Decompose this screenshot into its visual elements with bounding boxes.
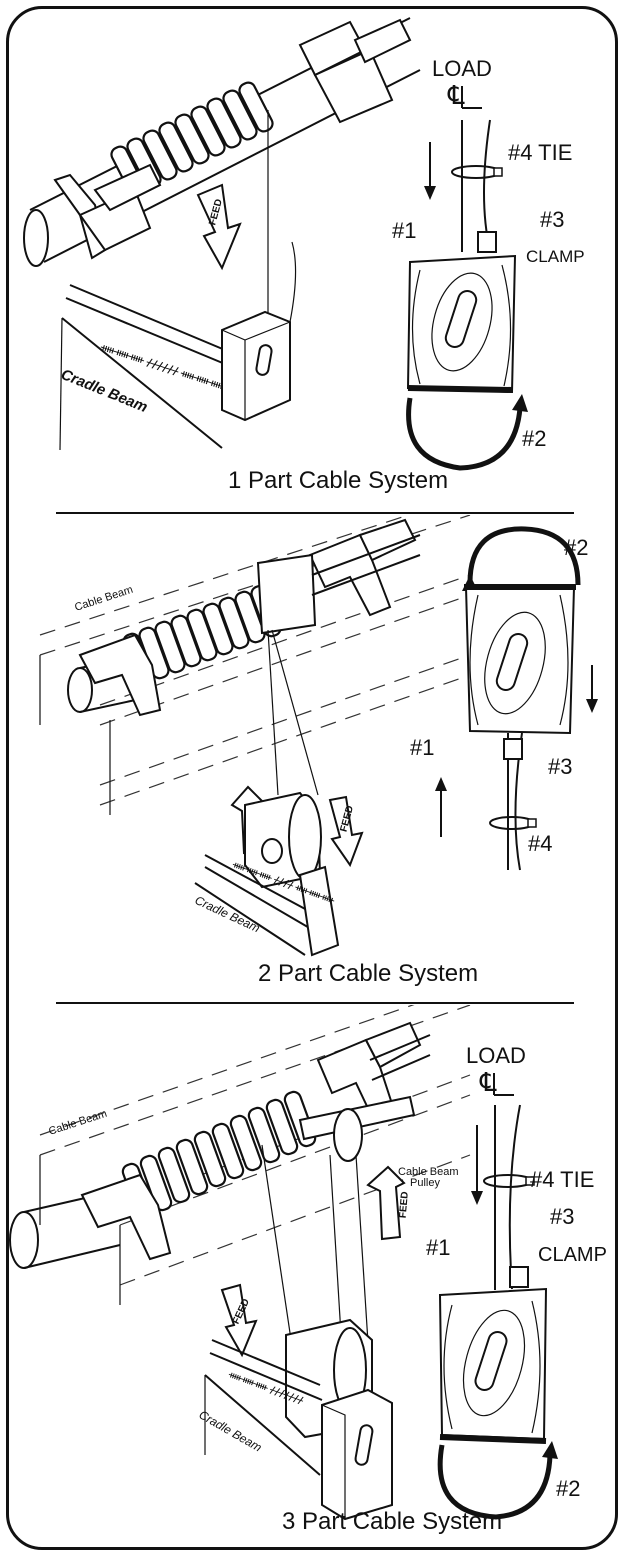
panel-title: 2 Part Cable System bbox=[258, 960, 478, 987]
clamp-word-label: CLAMP bbox=[526, 247, 585, 266]
divider-1 bbox=[56, 512, 574, 514]
pipe-end bbox=[9, 1211, 39, 1269]
svg-text:Pulley: Pulley bbox=[410, 1177, 440, 1189]
load-label: LOAD bbox=[466, 1043, 526, 1068]
panel-3-part: Cable Beam Cable Beam Pulley FEED bbox=[9, 1005, 607, 1535]
svg-text:Cradle Beam: Cradle Beam bbox=[193, 893, 262, 935]
feed-arrow-down: FEED bbox=[220, 1283, 258, 1358]
arrow-down-right bbox=[586, 665, 598, 713]
arrow-step-1-up bbox=[435, 777, 447, 837]
cradle-clamp-block bbox=[221, 241, 297, 422]
hoist-coil bbox=[110, 81, 274, 197]
lower-pulley-block bbox=[244, 791, 322, 889]
clamp-number-label: #3 bbox=[550, 1204, 574, 1229]
sheave-block bbox=[438, 1287, 548, 1444]
cable-clamp-icon bbox=[509, 1266, 529, 1288]
sheave-block bbox=[406, 254, 517, 394]
pipe-bracket-right bbox=[308, 518, 417, 617]
panel-1-part: FEED Cradle Beam ᚔᚔᚔ ᚋᚋᚋᚋᚋᚋ ᚔᚔᚔ LOAD ℄ #… bbox=[23, 17, 585, 494]
pipe-bracket-left bbox=[80, 1173, 172, 1261]
centerline-symbol: ℄ bbox=[479, 1067, 497, 1097]
step-1-label: #1 bbox=[426, 1235, 450, 1260]
divider-2 bbox=[56, 1002, 574, 1004]
arrow-step-1 bbox=[424, 142, 436, 200]
svg-text:Cable Beam: Cable Beam bbox=[47, 1108, 108, 1138]
centerline-symbol: ℄ bbox=[447, 80, 465, 110]
load-label: LOAD bbox=[432, 56, 492, 81]
cradle-beam: Cradle Beam ᚔᚔᚔ ᚋᚋᚋᚋ ᚔᚔᚔ bbox=[193, 854, 340, 957]
clamp-number-label: #3 bbox=[540, 207, 564, 232]
panel-title: 1 Part Cable System bbox=[228, 467, 448, 494]
pipe-bracket-right bbox=[298, 18, 412, 124]
svg-text:Cable Beam: Cable Beam bbox=[398, 1166, 459, 1178]
arrow-step-1 bbox=[471, 1125, 483, 1205]
step-2-label: #2 bbox=[556, 1476, 580, 1501]
rotation-arrow-step-2 bbox=[437, 1441, 558, 1520]
hoist-coil bbox=[122, 584, 282, 686]
step-2-label: #2 bbox=[522, 426, 546, 451]
pipe-bracket-left bbox=[78, 633, 162, 717]
rotation-arrow-step-2 bbox=[462, 526, 581, 591]
pipe-end bbox=[67, 667, 93, 713]
clamp-word-label: CLAMP bbox=[538, 1244, 607, 1266]
sheave-block bbox=[464, 584, 576, 735]
cable-clamp-icon bbox=[503, 738, 523, 760]
cradle-clamp-block bbox=[321, 1388, 393, 1521]
step-4-label: #4 bbox=[528, 831, 552, 856]
svg-text:Cable Beam: Cable Beam bbox=[73, 584, 134, 614]
cable-beam-pulley: Cable Beam Pulley bbox=[298, 1095, 459, 1189]
tie-loop-icon bbox=[483, 1174, 533, 1188]
tie-label: #4 TIE bbox=[530, 1167, 594, 1192]
step-1-label: #1 bbox=[410, 735, 434, 760]
pipe-bracket-left bbox=[53, 163, 162, 260]
svg-text:FEED: FEED bbox=[398, 1191, 411, 1219]
feed-arrow-down: FEED bbox=[328, 795, 364, 868]
feed-arrow-up: FEED bbox=[366, 1165, 411, 1241]
cable-clamp-icon bbox=[477, 231, 497, 253]
rotation-arrow-step-2 bbox=[406, 394, 528, 471]
feed-arrow: FEED bbox=[196, 183, 242, 271]
diagram-frame bbox=[6, 6, 618, 1550]
tie-label: #4 TIE bbox=[508, 140, 572, 165]
svg-text:Cradle Beam: Cradle Beam bbox=[59, 366, 150, 416]
svg-text:Cradle Beam: Cradle Beam bbox=[197, 1407, 265, 1454]
step-1-label: #1 bbox=[392, 218, 416, 243]
panel-title: 3 Part Cable System bbox=[282, 1508, 502, 1535]
tie-loop-icon bbox=[451, 165, 501, 179]
step-2-label: #2 bbox=[564, 535, 588, 560]
panel-2-part: Cable Beam FEED FEED bbox=[39, 515, 598, 987]
cradle-beam: Cradle Beam ᚔᚔᚔ ᚋᚋᚋᚋᚋᚋ ᚔᚔᚔ bbox=[59, 284, 227, 451]
step-3-label: #3 bbox=[548, 754, 572, 779]
svg-text:ᚔᚔᚔ ᚋᚋᚋᚋᚋᚋ ᚔᚔᚔ: ᚔᚔᚔ ᚋᚋᚋᚋᚋᚋ ᚔᚔᚔ bbox=[98, 341, 227, 393]
upper-pulley-housing bbox=[256, 553, 317, 635]
